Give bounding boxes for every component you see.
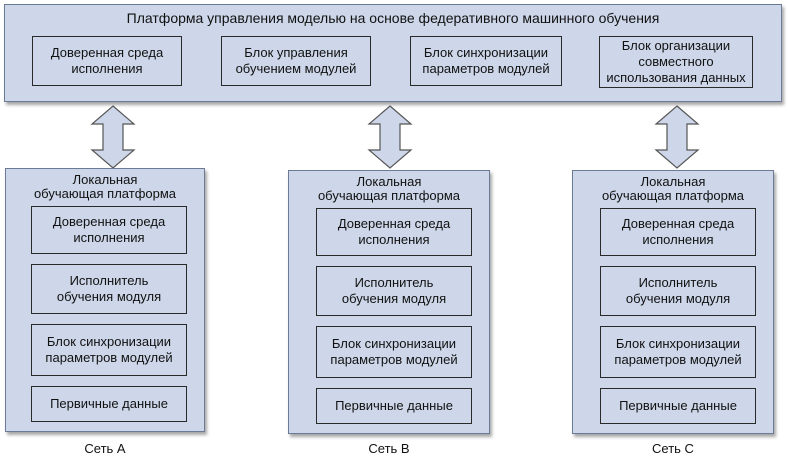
top-data-sharing-block: Блок организации совместного использован… — [599, 36, 753, 88]
b-training-executor-block: Исполнитель обучения модуля — [316, 266, 472, 316]
a-primary-data-block: Первичные данные — [31, 386, 187, 422]
network-b-label: Сеть B — [368, 441, 410, 456]
c-trusted-env-block: Доверенная среда исполнения — [600, 208, 756, 256]
c-param-sync-block: Блок синхронизации параметров модулей — [600, 326, 756, 378]
network-a-label: Сеть A — [84, 441, 126, 456]
c-primary-data-block: Первичные данные — [600, 388, 756, 424]
double-arrow-c-icon — [654, 105, 700, 169]
local-platform-c-title: Локальная обучающая платформа — [601, 174, 745, 203]
a-training-executor-block: Исполнитель обучения модуля — [31, 264, 187, 314]
double-arrow-a-icon — [90, 105, 136, 169]
b-param-sync-block: Блок синхронизации параметров модулей — [316, 326, 472, 378]
c-training-executor-block: Исполнитель обучения модуля — [600, 266, 756, 316]
a-param-sync-block: Блок синхронизации параметров модулей — [31, 324, 187, 376]
a-trusted-env-block: Доверенная среда исполнения — [31, 206, 187, 254]
b-trusted-env-block: Доверенная среда исполнения — [316, 208, 472, 256]
double-arrow-b-icon — [367, 105, 413, 169]
top-param-sync-block: Блок синхронизации параметров модулей — [410, 36, 562, 86]
federated-platform-title: Платформа управления моделью на основе ф… — [126, 10, 660, 26]
top-training-management-block: Блок управления обучением модулей — [221, 36, 371, 86]
network-c-label: Сеть C — [652, 441, 694, 456]
local-platform-a-title: Локальная обучающая платформа — [33, 172, 177, 201]
local-platform-b-title: Локальная обучающая платформа — [317, 174, 461, 203]
top-trusted-env-block: Доверенная среда исполнения — [32, 36, 182, 86]
b-primary-data-block: Первичные данные — [316, 388, 472, 424]
